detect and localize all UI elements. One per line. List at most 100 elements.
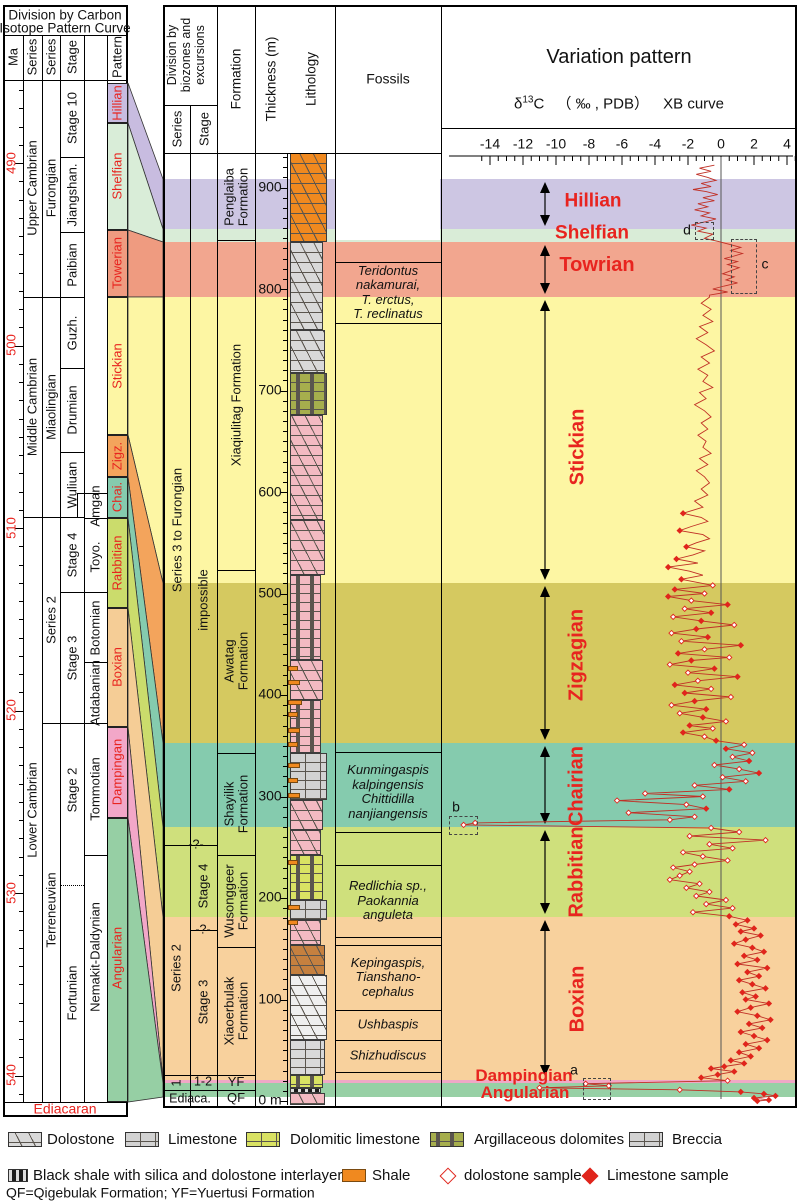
ma-tick — [19, 728, 23, 730]
excursion-box-c — [731, 239, 757, 294]
thickness-tick — [283, 380, 287, 382]
fossil-box-line — [335, 752, 441, 753]
thickness-tick — [283, 1040, 287, 1042]
ma-tick — [19, 765, 23, 767]
biozone-series-3-to-furongian: Series 3 to Furongian — [169, 467, 185, 593]
left-cell-line — [84, 662, 107, 663]
thickness-tick — [283, 989, 287, 991]
thickness-tick — [283, 735, 287, 737]
biozone-line — [163, 1075, 255, 1076]
ma-tick — [19, 637, 23, 639]
formation-line — [217, 753, 255, 754]
thickness-tick — [280, 289, 287, 290]
wedge-rabbitian — [127, 517, 164, 918]
thickness-tick — [283, 441, 287, 443]
lith-section — [290, 945, 325, 975]
thickness-tick — [283, 928, 287, 930]
fossil-taxa-line: Chittidilla — [361, 791, 415, 806]
thickness-tick — [283, 644, 287, 646]
thickness-tick — [283, 806, 287, 808]
x-tick-label--12: -12 — [512, 135, 534, 152]
zone-label-boxian: Boxian — [566, 965, 589, 1033]
shale-interbed — [288, 778, 298, 783]
thickness-tick — [283, 248, 287, 250]
formation-formation: Formation — [235, 631, 251, 691]
thickness-tick — [283, 451, 287, 453]
left-table-title-line1: Division by Carbon — [8, 7, 122, 23]
ma-tick — [19, 874, 23, 876]
left-col-header-ma: Ma — [5, 47, 21, 67]
ma-tick — [19, 455, 23, 456]
ma-tick — [19, 108, 23, 110]
formation-xiaoerbulak: Xiaoerbulak — [221, 976, 237, 1046]
wedge-shelfian — [127, 122, 164, 243]
wedge-boxian — [127, 607, 164, 1081]
thickness-tick — [283, 624, 287, 625]
thickness-tick — [283, 583, 287, 585]
left-cell-wuliuan: Wuliuan — [64, 461, 80, 509]
left-col-header-stage: Stage — [64, 40, 80, 74]
biozone-series-2: Series 2 — [168, 944, 184, 992]
left-cell-fortunian: Fortunian — [64, 965, 80, 1021]
fossil-taxa-line: Paokannia — [357, 892, 419, 908]
wedge-stickian — [127, 296, 164, 584]
biozone-line — [190, 930, 217, 931]
fossil-taxa: Ushbaspis — [336, 1017, 440, 1033]
pattern-label-towerian: Towerian — [109, 236, 125, 290]
shale-interbed — [288, 763, 300, 768]
middle-header-bottom-line — [163, 153, 441, 154]
thickness-tick — [283, 857, 287, 859]
fossil-taxa-line: Kepingaspis, — [350, 954, 426, 970]
division-header-line: biozones and — [179, 17, 193, 93]
lith-section — [290, 975, 327, 1040]
thickness-label-500: 500 — [258, 584, 282, 601]
fossil-taxa-line: cephalus — [361, 983, 415, 999]
zone-label-towrian: Towrian — [559, 254, 635, 277]
wedge-angularian — [127, 817, 164, 1103]
thickness-tick — [283, 299, 287, 301]
ma-tick — [19, 747, 23, 748]
biozone-1-2: 1-2 — [193, 1074, 213, 1089]
legend-label-dolostone: Dolostone — [47, 1130, 115, 1148]
wedge-towrian — [127, 229, 164, 298]
x-tick-label-0: 0 — [717, 135, 725, 152]
formation-header: Formation — [228, 48, 244, 110]
legend-filled-diamond-icon — [581, 1167, 599, 1185]
wedge-zigzagian — [127, 434, 164, 744]
zone-label-zigzagian: Zigzagian — [565, 608, 588, 702]
isotope-13-sup: 13 — [522, 94, 534, 106]
left-cell-line-dotted — [60, 885, 84, 886]
lith-section — [290, 920, 321, 945]
legend-swatch-breccia — [629, 1132, 663, 1147]
thickness-label-0m: 0 m — [258, 1091, 282, 1108]
thickness-tick — [283, 471, 287, 473]
ma-tick — [19, 254, 23, 256]
shale-interbed — [288, 666, 298, 671]
left-col-header-series: Series — [24, 38, 40, 76]
thickness-tick — [283, 725, 287, 727]
thickness-tick — [283, 400, 287, 402]
thickness-label-900: 900 — [258, 178, 282, 195]
thickness-tick — [280, 187, 287, 189]
shale-interbed — [288, 860, 298, 865]
ma-tick — [19, 363, 23, 365]
left-cell-line — [23, 297, 42, 298]
zone-label-rabbitian: Rabbitian — [565, 826, 588, 918]
excursion-label-d: d — [683, 221, 691, 238]
pattern-label-hillian: Hillian — [109, 85, 125, 121]
thickness-tick — [283, 157, 287, 159]
left-cell-line — [42, 723, 60, 724]
ma-tick — [19, 236, 23, 237]
ma-tick — [19, 601, 23, 602]
left-cell-paibian: Paibian — [64, 243, 80, 287]
left-cell-stage-4: Stage 4 — [64, 532, 80, 578]
ma-label-520: 520 — [3, 699, 19, 721]
thickness-tick — [280, 492, 287, 493]
thickness-tick — [283, 431, 287, 433]
thickness-tick — [283, 461, 287, 463]
ma-tick — [19, 1002, 23, 1004]
thickness-tick — [283, 755, 287, 757]
thickness-tick — [283, 228, 287, 230]
thickness-tick — [283, 827, 287, 828]
